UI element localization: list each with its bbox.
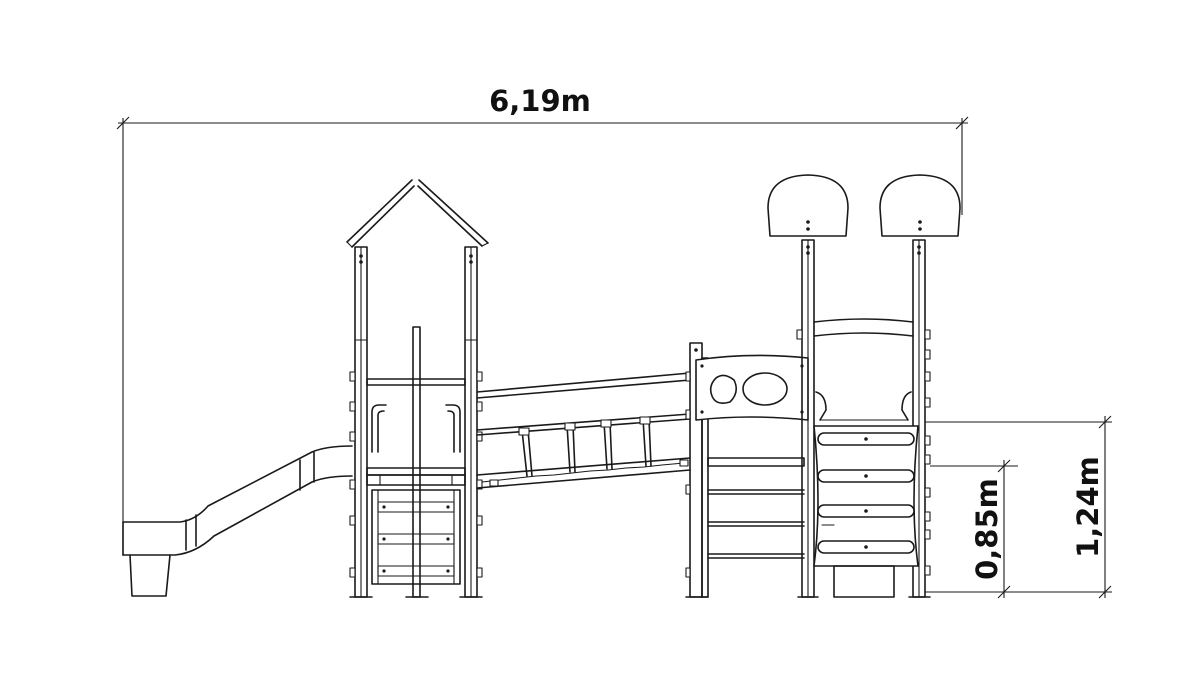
width-label: 6,19m	[489, 84, 591, 118]
right-tower	[685, 174, 961, 598]
left-tower	[346, 179, 489, 598]
net-bridge	[476, 372, 691, 489]
width-dimension: 6,19m	[116, 84, 969, 555]
total-height-label: 1,24m	[1071, 456, 1105, 558]
slide	[122, 445, 353, 597]
platform-height-label: 0,85m	[970, 478, 1004, 580]
shield-right	[879, 174, 961, 237]
height-dimensions: 0,85m 1,24m	[925, 415, 1112, 599]
shield-left	[767, 174, 849, 237]
